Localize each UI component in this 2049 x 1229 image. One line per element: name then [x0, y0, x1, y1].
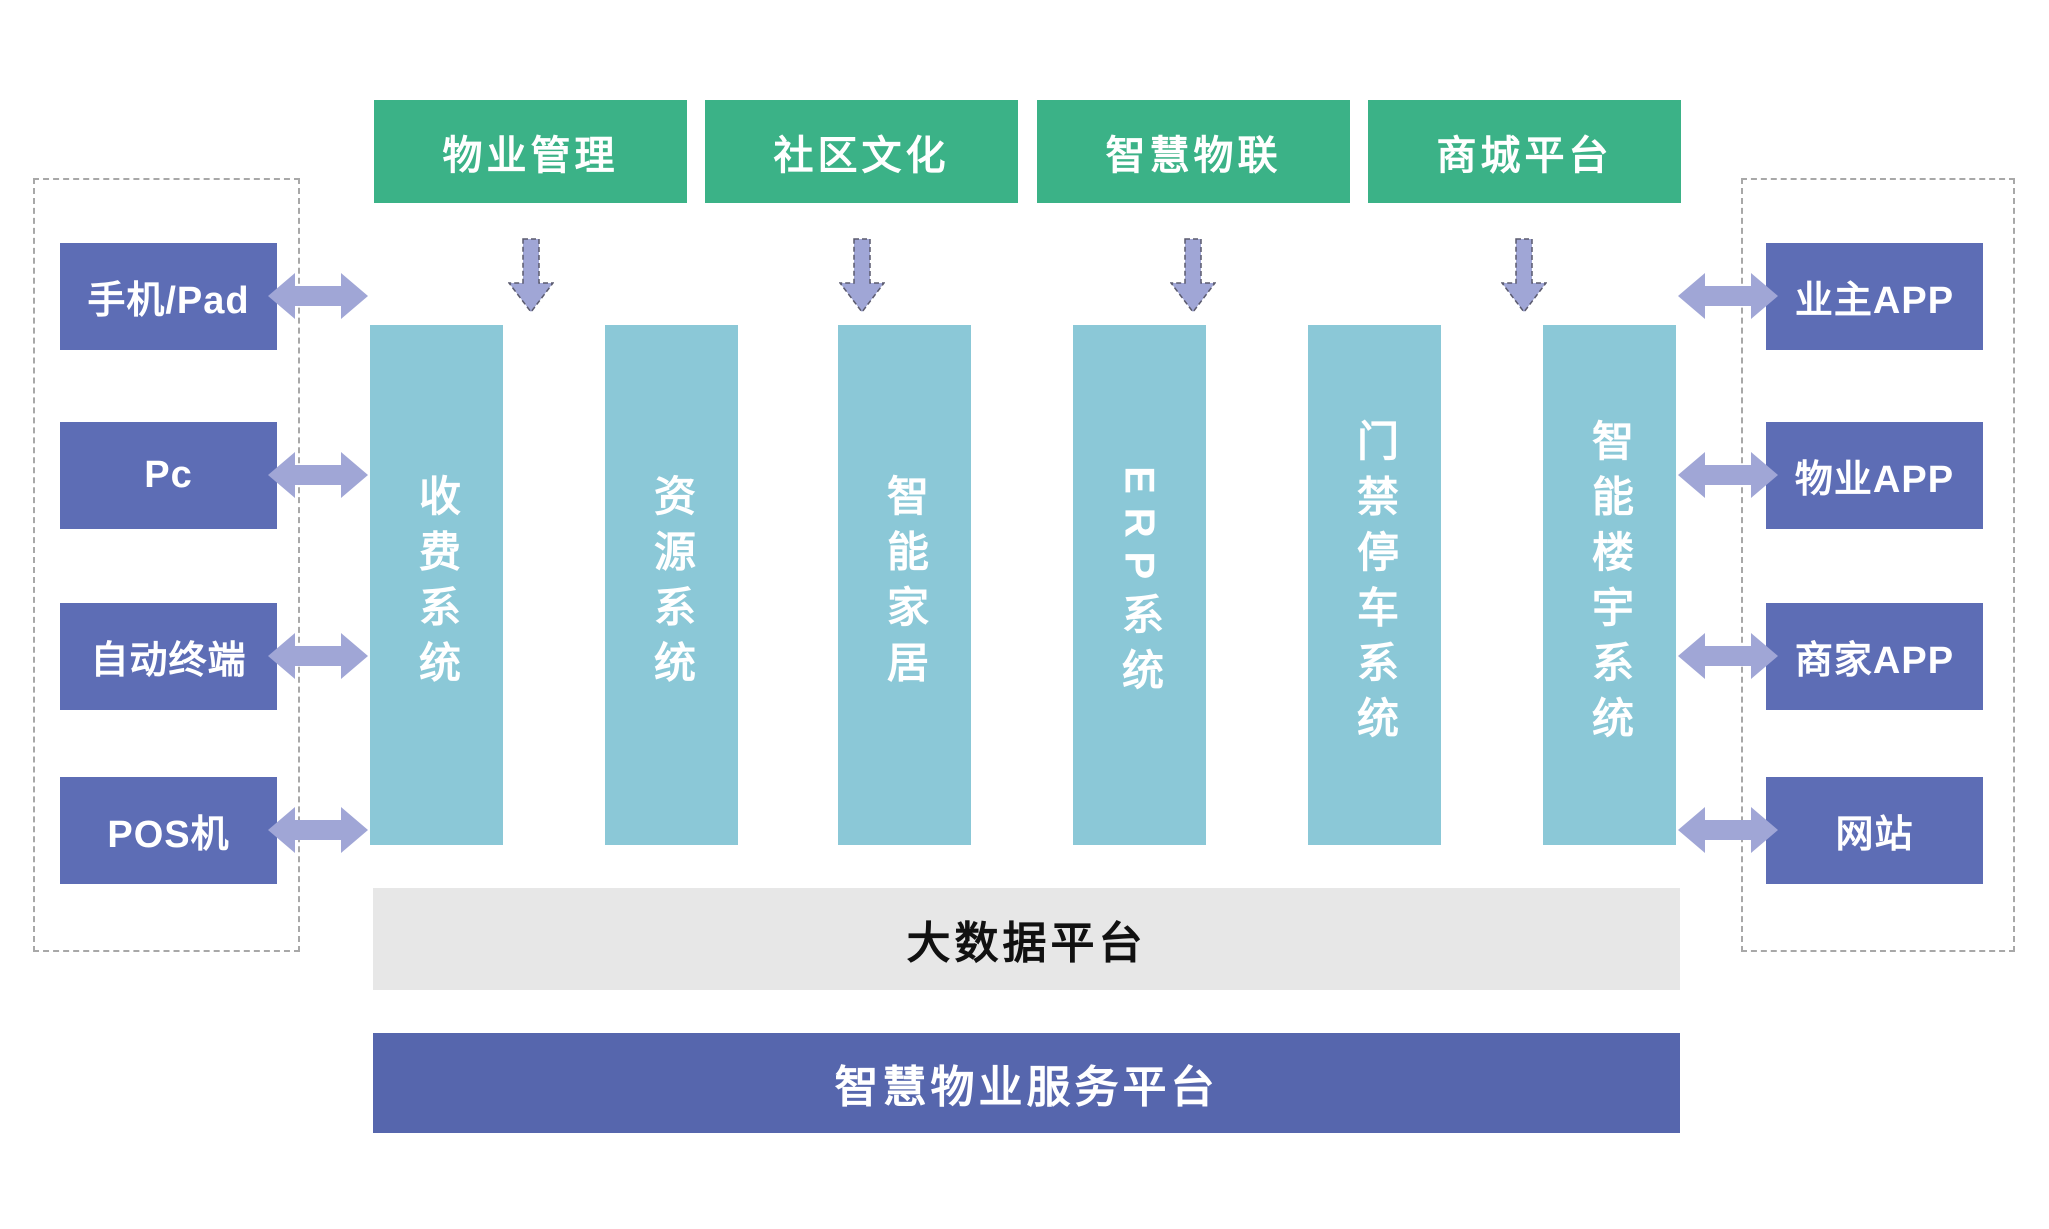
- down-arrow-icon: [1170, 238, 1216, 314]
- left-right-arrow-icon: [1678, 268, 1778, 324]
- right-apps-group: [1741, 178, 2015, 952]
- system-label: 智能家居: [881, 474, 929, 696]
- system-column-resource: 资源系统: [605, 325, 738, 845]
- system-label: 资源系统: [648, 474, 696, 696]
- system-column-access-parking: 门禁停车系统: [1308, 325, 1441, 845]
- module-box-community-culture: 社区文化: [705, 100, 1018, 203]
- system-column-smart-home: 智能家居: [838, 325, 971, 845]
- left-right-arrow-icon: [268, 802, 368, 858]
- left-devices-group: [33, 178, 300, 952]
- app-box-website: 网站: [1766, 777, 1983, 884]
- left-right-arrow-icon: [1678, 447, 1778, 503]
- system-column-erp: ERP系统: [1073, 325, 1206, 845]
- left-right-arrow-icon: [1678, 628, 1778, 684]
- left-right-arrow-icon: [1678, 802, 1778, 858]
- system-label: 智能楼宇系统: [1586, 418, 1634, 752]
- device-box-mobile-pad: 手机/Pad: [60, 243, 277, 350]
- module-box-mall-platform: 商城平台: [1368, 100, 1681, 203]
- system-label: ERP系统: [1116, 466, 1164, 704]
- down-arrow-icon: [1501, 238, 1547, 314]
- left-right-arrow-icon: [268, 628, 368, 684]
- device-box-pos: POS机: [60, 777, 277, 884]
- system-label: 收费系统: [413, 474, 461, 696]
- smart-property-platform-bar: 智慧物业服务平台: [373, 1033, 1680, 1133]
- down-arrow-icon: [508, 238, 554, 314]
- system-column-billing: 收费系统: [370, 325, 503, 845]
- module-box-smart-iot: 智慧物联: [1037, 100, 1350, 203]
- big-data-platform-bar: 大数据平台: [373, 888, 1680, 990]
- app-box-property-app: 物业APP: [1766, 422, 1983, 529]
- device-box-pc: Pc: [60, 422, 277, 529]
- left-right-arrow-icon: [268, 268, 368, 324]
- left-right-arrow-icon: [268, 447, 368, 503]
- app-box-owner-app: 业主APP: [1766, 243, 1983, 350]
- system-column-smart-building: 智能楼宇系统: [1543, 325, 1676, 845]
- app-box-merchant-app: 商家APP: [1766, 603, 1983, 710]
- system-label: 门禁停车系统: [1351, 418, 1399, 752]
- down-arrow-icon: [839, 238, 885, 314]
- device-box-auto-terminal: 自动终端: [60, 603, 277, 710]
- module-box-property-management: 物业管理: [374, 100, 687, 203]
